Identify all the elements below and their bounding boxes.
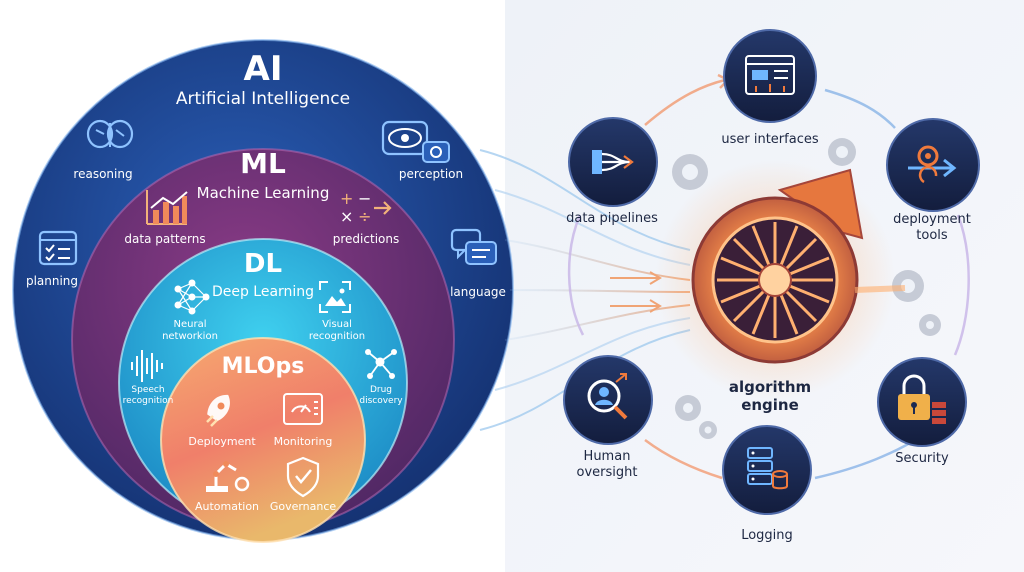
dl-item-drug-line1: Drug [370,385,392,395]
ai-abbr: AI [244,49,283,89]
engine-label-line1: algorithm [729,378,811,396]
node-deployment-tools [886,118,980,212]
dl-item-neural-line1: Neural [174,319,207,330]
pipeline-icon [592,150,634,174]
engine-label-line2: engine [741,396,799,414]
node-data-pipelines [568,117,658,207]
bar-chart-icon [146,190,188,225]
ai-title: Artificial Intelligence [176,89,350,109]
sound-wave-icon [131,350,163,382]
node-logging [722,425,812,515]
deploy-gear-arrow-icon [908,145,957,184]
math-operators-icon: + − × ÷ [340,189,392,226]
brain-icon [86,119,134,149]
svg-text:×: × [340,207,353,226]
node-label-human-line1: Human [584,449,631,464]
shield-check-icon [286,456,320,498]
ai-item-language: language [450,285,506,299]
node-label-data-pipelines: data pipelines [566,211,658,226]
mlops-item-automation: Automation [195,500,259,513]
rocket-icon [206,394,230,427]
node-human-oversight [563,355,653,445]
dl-item-drug-line2: discovery [359,396,403,406]
mlops-item-governance: Governance [270,500,337,513]
ml-item-data-patterns: data patterns [124,232,205,246]
dl-item-visual-line2: recognition [309,331,365,342]
node-user-interfaces [723,29,817,123]
node-security [877,357,967,447]
molecule-icon [365,349,397,379]
mlops-item-deployment: Deployment [188,435,256,448]
mlops-item-monitoring: Monitoring [274,435,333,448]
node-label-deployment-line1: deployment [893,212,971,227]
dl-item-neural-line2: networkion [162,331,218,342]
ai-item-perception: perception [399,167,463,181]
dl-abbr: DL [244,249,282,279]
browser-window-icon [745,55,795,95]
svg-text:÷: ÷ [358,207,371,226]
calendar-checklist-icon [38,230,78,266]
dl-item-speech-line1: Speech [131,385,164,395]
eye-camera-icon [381,120,450,163]
image-recognition-icon [319,281,351,313]
node-label-security: Security [895,451,949,466]
node-label-logging: Logging [741,528,793,543]
ml-item-predictions: predictions [333,232,399,246]
node-label-deployment-line2: tools [916,228,948,243]
neural-network-icon [174,279,210,315]
node-label-human-line2: oversight [577,465,638,480]
ai-item-reasoning: reasoning [73,167,132,181]
server-database-icon [747,447,788,490]
dl-title: Deep Learning [212,284,314,300]
lock-firewall-icon [898,374,946,424]
robot-arm-icon [206,461,250,492]
svg-text:+: + [340,189,353,208]
node-label-user-interfaces: user interfaces [721,132,818,147]
svg-text:−: − [358,189,371,208]
chat-bubbles-icon [450,228,497,265]
person-magnifier-icon [587,373,628,420]
ai-item-planning: planning [26,274,78,288]
ml-title: Machine Learning [197,184,330,202]
dl-item-speech-line2: recognition [123,396,174,406]
dl-item-visual-line1: Visual [322,319,352,330]
monitoring-dashboard-icon [283,393,323,425]
ml-abbr: ML [240,147,286,180]
turbine-engine [655,160,906,400]
mlops-title: MLOps [222,354,305,379]
